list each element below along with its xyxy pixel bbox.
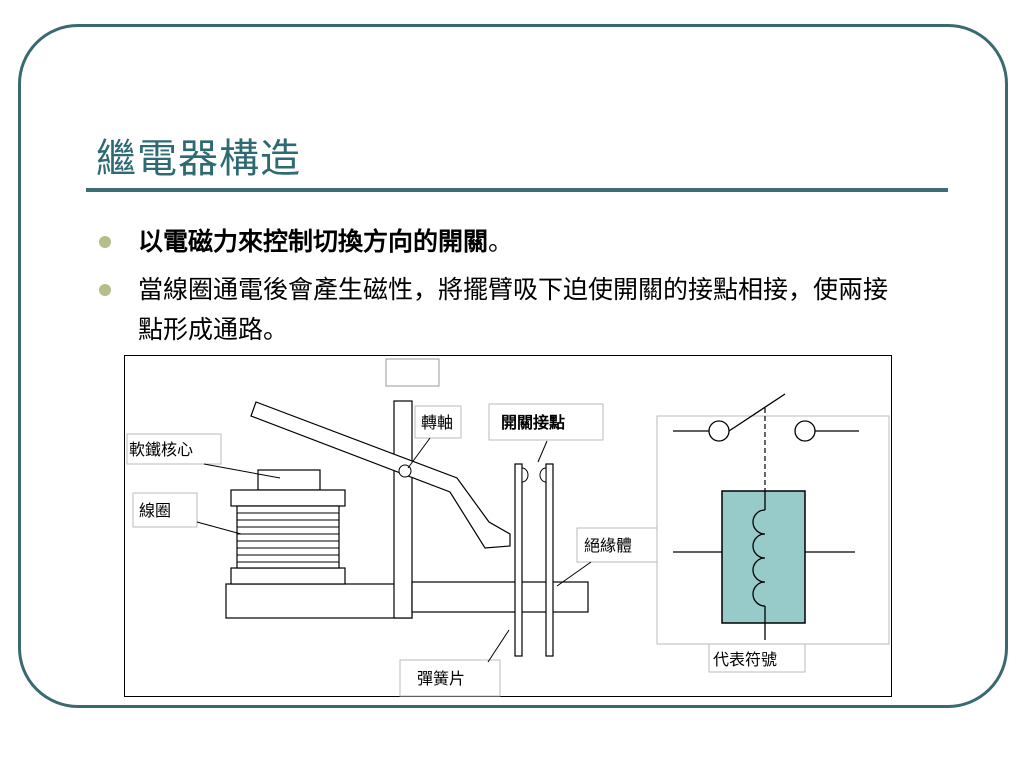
contact-point-left — [521, 467, 529, 483]
relay-frame — [393, 400, 413, 619]
switch-symbol — [673, 393, 859, 442]
label-box-spring — [399, 659, 501, 697]
empty-box — [385, 358, 440, 387]
coil-bottom-flange — [230, 567, 346, 585]
coil-top-flange — [230, 489, 346, 507]
contact-point-right — [539, 467, 547, 483]
coil-winding — [236, 505, 340, 569]
bullet-list: 以電磁力來控制切換方向的開關。 當線圈通電後會產生磁性，將擺臂吸下迫使開關的接點… — [96, 222, 936, 350]
title-divider — [86, 188, 948, 192]
label-pivot: 轉軸 — [421, 413, 453, 432]
bullet-text-1: 以電磁力來控制切換方向的開關 — [138, 227, 489, 256]
label-box-core — [126, 433, 222, 465]
label-box-symbol — [708, 643, 806, 673]
bullet-suffix-1: 。 — [488, 227, 514, 256]
coil-symbol-box — [721, 490, 806, 624]
label-core: 軟鐵核心 — [129, 440, 193, 459]
label-insulator: 絕緣體 — [584, 536, 632, 555]
label-coil: 線圈 — [139, 501, 171, 520]
label-box-coil — [132, 492, 198, 528]
label-spring: 彈簧片 — [417, 669, 465, 688]
bullet-text-2: 當線圈通電後會產生磁性，將擺臂吸下迫使開關的接點相接，使兩接點形成通路。 — [138, 275, 889, 344]
spring-contact-left — [514, 463, 523, 657]
label-symbol: 代表符號 — [713, 650, 777, 669]
slide-frame — [18, 24, 1008, 708]
leader-lines — [196, 437, 592, 663]
armature-arm — [250, 401, 511, 549]
label-box-insulator — [576, 527, 658, 563]
label-box-pivot — [414, 405, 462, 439]
insulator-bar — [411, 581, 589, 613]
bullet-dot-icon — [99, 284, 111, 296]
iron-core-top — [257, 469, 321, 491]
bullet-item-2: 當線圈通電後會產生磁性，將擺臂吸下迫使開關的接點相接，使兩接點形成通路。 — [96, 270, 936, 350]
relay-base — [225, 583, 413, 619]
coil-symbol-winding — [673, 491, 855, 640]
label-contacts: 開關接點 — [501, 413, 565, 432]
bullet-dot-icon — [99, 236, 111, 248]
slide-title: 繼電器構造 — [96, 136, 301, 182]
relay-diagram: 軟鐵核心 線圈 轉軸 開關接點 絕緣體 彈簧片 代表符號 — [124, 355, 892, 697]
relay-diagram-svg: 軟鐵核心 線圈 轉軸 開關接點 絕緣體 彈簧片 代表符號 — [126, 358, 890, 697]
spring-contact-right — [545, 463, 554, 657]
coil-lines — [237, 512, 339, 563]
bullet-item-1: 以電磁力來控制切換方向的開關。 — [96, 222, 936, 262]
label-box-contacts — [488, 403, 604, 441]
